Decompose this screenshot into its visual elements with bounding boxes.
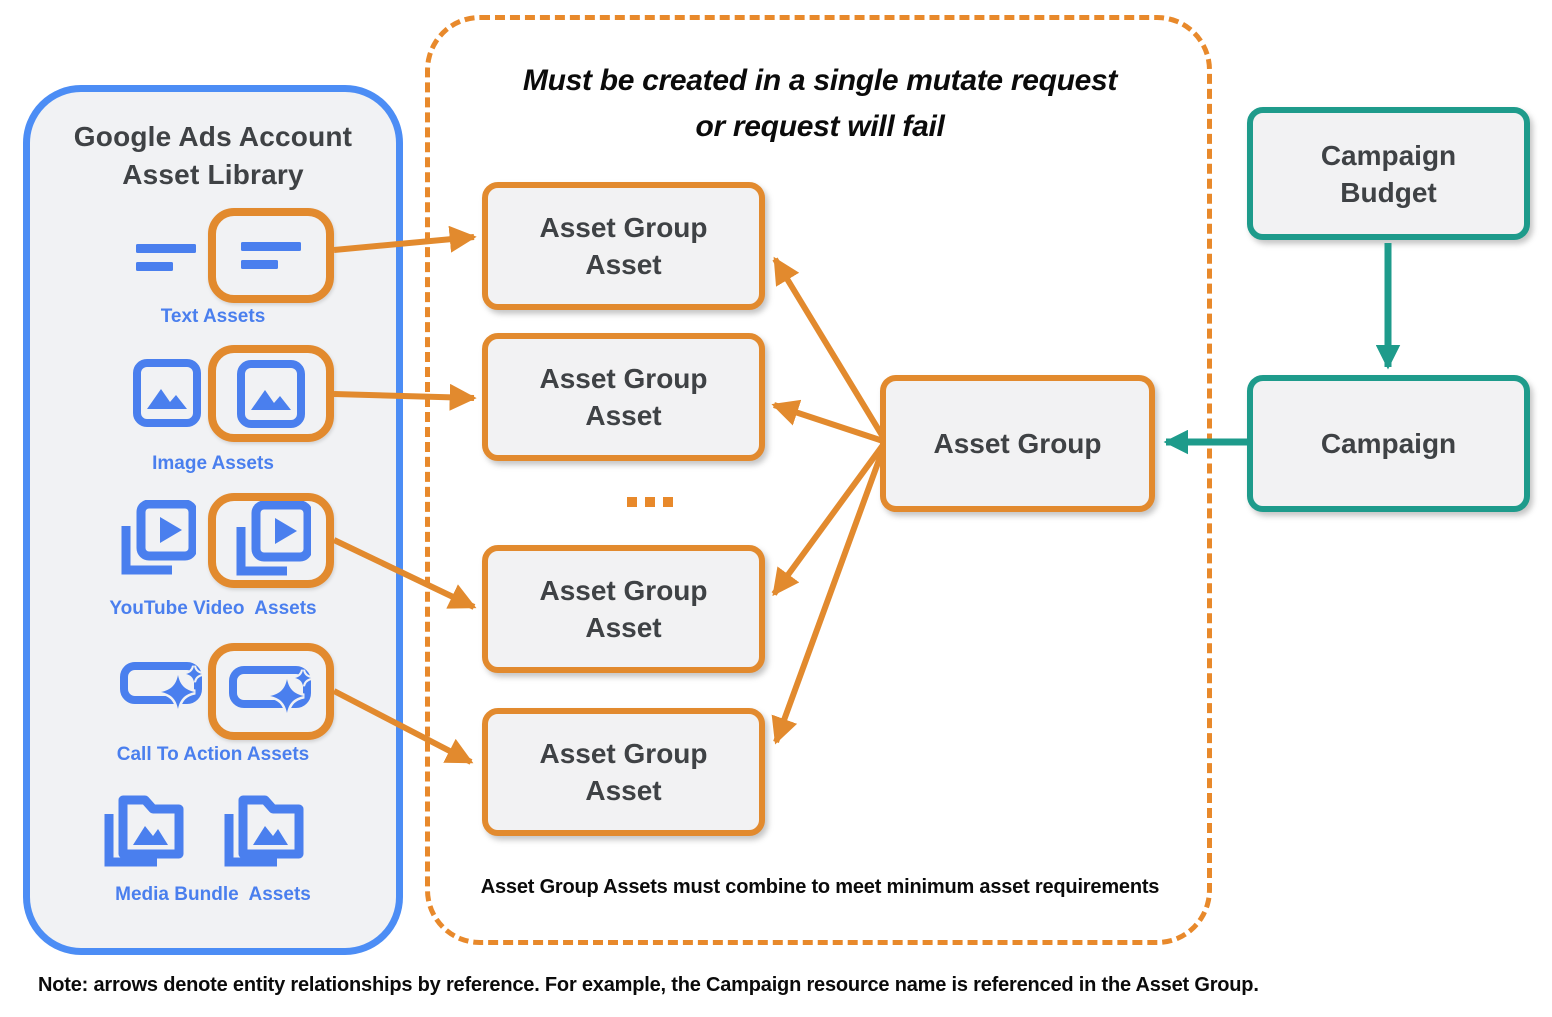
orange-squares-ellipsis-icon (627, 497, 673, 507)
asset-group-asset-box-3: Asset Group Asset (482, 545, 765, 673)
asset-library-title-line2: Asset Library (122, 159, 304, 190)
youtube-video-asset-icon (231, 500, 311, 581)
asset-group-asset-label: Asset Group Asset (539, 738, 708, 806)
call-to-action-assets-label: Call To Action Assets (116, 744, 310, 765)
asset-group-asset-label: Asset Group Asset (539, 575, 708, 643)
asset-group-label: Asset Group (933, 428, 1102, 459)
asset-group-asset-box-1: Asset Group Asset (482, 182, 765, 310)
youtube-video-asset-highlight (208, 493, 334, 588)
asset-library-title: Google Ads Account Asset Library (23, 118, 403, 194)
campaign-budget-box: Campaign Budget (1247, 107, 1530, 240)
text-asset-icon (135, 243, 197, 273)
campaign-budget-label: Campaign Budget (1320, 139, 1457, 208)
asset-group-asset-label: Asset Group Asset (539, 212, 708, 280)
asset-group-asset-box-4: Asset Group Asset (482, 708, 765, 836)
image-asset-highlight (208, 345, 334, 442)
asset-group-box: Asset Group (880, 375, 1155, 512)
call-to-action-asset-highlight (208, 643, 334, 740)
asset-group-asset-label: Asset Group Asset (539, 363, 708, 431)
youtube-video-assets-label: YouTube Video Assets (109, 598, 317, 619)
mutate-request-heading-line2: or request will fail (695, 110, 945, 143)
text-asset-highlight (208, 208, 334, 303)
mutate-request-heading: Must be created in a single mutate reque… (445, 58, 1195, 150)
mutate-request-heading-line1: Must be created in a single mutate reque… (522, 64, 1118, 97)
text-asset-icon (240, 241, 302, 271)
note-text: Note: arrows denote entity relationships… (38, 974, 1259, 996)
call-to-action-asset-icon (120, 662, 204, 714)
call-to-action-asset-icon (229, 665, 313, 718)
asset-group-asset-box-2: Asset Group Asset (482, 333, 765, 461)
image-asset-icon (133, 359, 201, 427)
text-assets-label: Text Assets (160, 306, 266, 327)
campaign-label: Campaign (1320, 428, 1457, 459)
mutate-footnote: Asset Group Assets must combine to meet … (480, 876, 1160, 898)
media-bundle-asset-icon (101, 784, 187, 870)
image-asset-icon (237, 359, 305, 428)
campaign-box: Campaign (1247, 375, 1530, 512)
mutate-request-group-box (425, 15, 1212, 945)
media-bundle-assets-label: Media Bundle Assets (115, 884, 311, 905)
media-bundle-asset-icon (221, 784, 307, 870)
youtube-video-asset-icon (116, 500, 196, 580)
image-assets-label: Image Assets (152, 453, 274, 474)
asset-library-title-line1: Google Ads Account (73, 121, 353, 152)
